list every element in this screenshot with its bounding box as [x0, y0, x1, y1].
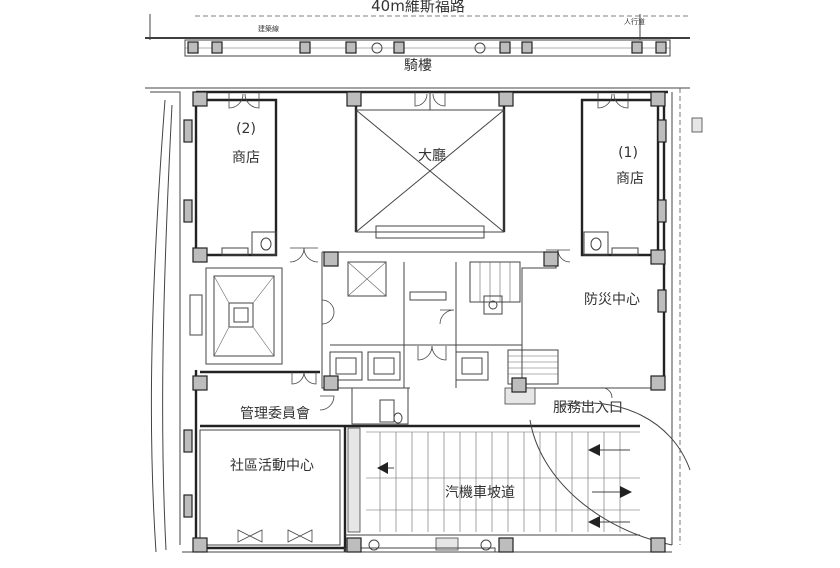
road-label: 40m維斯福路 — [371, 0, 465, 15]
wall-pier — [183, 119, 193, 143]
hatched-marker — [691, 117, 703, 133]
community-center — [199, 429, 341, 546]
sidewalk-elements — [187, 41, 667, 54]
wall-pier — [183, 199, 193, 223]
column — [650, 375, 666, 391]
lobby-label: 大廳 — [418, 147, 446, 164]
shop-restrooms — [221, 231, 639, 256]
column — [192, 537, 208, 553]
column — [346, 91, 362, 107]
ramp-arrow-left — [588, 444, 600, 456]
car-ramp — [347, 402, 691, 546]
shop-1-label: 商店 — [616, 171, 644, 187]
wall-pier — [657, 119, 667, 143]
wall-pier — [183, 429, 193, 453]
sidewalk-pier — [631, 41, 643, 54]
sidewalk-pier — [655, 41, 667, 54]
column — [498, 537, 514, 553]
shop-1-number: (1) — [618, 145, 638, 161]
column — [650, 249, 666, 265]
ramp-arrow-up — [377, 462, 388, 474]
community-label: 社區活動中心 — [230, 458, 314, 474]
fire-center-label: 防災中心 — [584, 292, 640, 308]
column — [323, 375, 339, 391]
road-strip — [145, 14, 690, 89]
column — [323, 251, 339, 267]
management-label: 管理委員會 — [240, 406, 310, 422]
ramp-arrow-right — [620, 486, 632, 498]
lobby-area — [355, 92, 505, 239]
staircase — [469, 261, 521, 303]
restroom-fixture — [379, 399, 395, 423]
bollard — [474, 42, 486, 54]
wall-pier — [657, 199, 667, 223]
bottom-fixtures — [344, 537, 496, 553]
shop-2-number: (2) — [236, 121, 256, 137]
column — [543, 251, 559, 267]
column — [650, 91, 666, 107]
elevator-shaft — [329, 351, 363, 381]
column — [192, 247, 208, 263]
staircase — [507, 349, 559, 385]
column — [192, 91, 208, 107]
elevator-shaft — [347, 261, 387, 297]
ramp-side-hatch — [347, 427, 361, 533]
column — [498, 91, 514, 107]
sidewalk-pier — [499, 41, 511, 54]
shop-2-label: 商店 — [232, 150, 260, 166]
sidewalk-pier — [345, 41, 357, 54]
courtyard — [189, 267, 283, 365]
wall-pier — [657, 289, 667, 313]
elevator-shaft — [455, 351, 489, 381]
ramp-label: 汽機車坡道 — [445, 484, 515, 501]
column — [650, 537, 666, 553]
sidewalk-pier — [393, 41, 405, 54]
column — [192, 375, 208, 391]
column — [346, 537, 362, 553]
ramp-arrow-left — [588, 516, 600, 528]
structural-columns — [183, 91, 667, 553]
bollard — [371, 42, 383, 54]
wall-pier — [183, 494, 193, 518]
reception-counter — [375, 225, 485, 239]
building-line-label: 建築線 — [258, 24, 279, 33]
sidewalk-pier — [521, 41, 533, 54]
core-elements — [321, 261, 559, 385]
sidewalk-pier — [299, 41, 311, 54]
elevator-shaft — [367, 351, 401, 381]
column — [511, 377, 527, 393]
arcade-label: 騎樓 — [404, 58, 432, 74]
sidewalk-pier — [211, 41, 223, 54]
site-boundary — [150, 88, 703, 553]
sidewalk-pier — [187, 41, 199, 54]
shop-doors — [228, 92, 629, 109]
sidewalk-label: 人行道 — [624, 17, 645, 26]
